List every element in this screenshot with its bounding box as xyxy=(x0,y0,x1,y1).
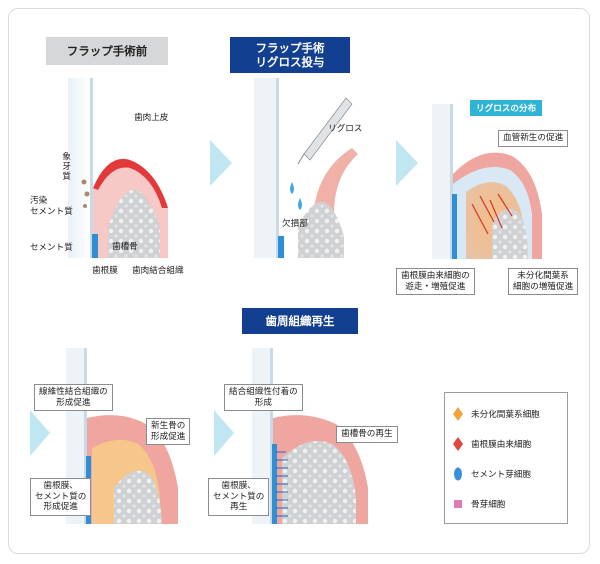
label-contaminated-cementum-line2: セメント質 xyxy=(30,206,73,217)
panel-before-surgery xyxy=(68,78,168,258)
callout-fibrous-ct-line2: 形成促進 xyxy=(56,397,91,408)
callout-bone-regeneration: 歯槽骨の再生 xyxy=(336,426,398,443)
header-flap-surgery-line1: フラップ手術 xyxy=(255,40,325,55)
ellipse-blue-icon xyxy=(454,467,462,481)
label-cementum: セメント質 xyxy=(30,243,73,253)
flow-arrow-1 xyxy=(210,140,232,186)
legend: 未分化間葉系細胞 歯根膜由来細胞 セメント芽細胞 骨芽細胞 xyxy=(444,392,568,524)
square-pink-icon xyxy=(454,500,462,508)
panel-regroth-distribution xyxy=(432,104,542,259)
header-flap-surgery: フラップ手術 リグロス投与 xyxy=(230,37,350,73)
legend-label-msc: 未分化間葉系細胞 xyxy=(471,410,540,420)
callout-new-bone-line1: 新生骨の xyxy=(151,421,186,431)
label-enamel: 象牙質 xyxy=(60,152,71,181)
callout-pdl-cementum-regeneration-line1: 歯根膜、 xyxy=(221,481,256,491)
legend-item-msc: 未分化間葉系細胞 xyxy=(453,407,540,421)
label-regroth: リグロス xyxy=(328,124,363,134)
callout-fibrous-ct-line1: 線維性結合組織の xyxy=(39,387,108,397)
callout-pdl-cells-line1: 歯根膜由来細胞の xyxy=(401,271,470,281)
label-contaminated-cementum-line1: 汚染 xyxy=(30,196,48,206)
callout-pdl-cementum-formation-line1: 歯根膜、 xyxy=(43,481,78,491)
callout-new-bone-line2: 形成促進 xyxy=(151,431,186,442)
callout-ct-attachment-line2: 形成 xyxy=(254,397,272,408)
legend-label-cementoblast: セメント芽細胞 xyxy=(471,470,531,480)
flow-arrow-4 xyxy=(214,410,234,456)
label-alveolar-bone: 歯槽骨 xyxy=(112,242,138,252)
legend-item-cementoblast: セメント芽細胞 xyxy=(453,467,531,481)
callout-angiogenesis: 血管新生の促進 xyxy=(498,130,569,147)
legend-item-osteoblast: 骨芽細胞 xyxy=(453,497,505,511)
callout-pdl-cementum-formation-line3: 形成促進 xyxy=(43,502,78,513)
label-defect: 欠損部 xyxy=(282,219,308,229)
legend-item-pdl-cells: 歯根膜由来細胞 xyxy=(453,437,531,451)
callout-msc-line2: 細胞の増殖促進 xyxy=(513,281,574,292)
flow-arrow-3 xyxy=(30,410,50,456)
panel-flap-surgery xyxy=(254,78,358,258)
label-gingival-ct: 歯肉結合組織 xyxy=(132,266,184,276)
callout-msc-line1: 未分化間葉系 xyxy=(517,271,569,281)
flow-arrow-2 xyxy=(396,140,418,186)
legend-label-osteoblast: 骨芽細胞 xyxy=(471,500,506,510)
callout-new-bone: 新生骨の 形成促進 xyxy=(146,418,191,446)
header-before-surgery: フラップ手術前 xyxy=(46,37,168,65)
callout-fibrous-ct: 線維性結合組織の 形成促進 xyxy=(34,384,113,412)
header-regeneration: 歯周組織再生 xyxy=(242,308,358,334)
callout-pdl-cementum-formation-line2: セメント質の xyxy=(35,491,87,502)
callout-pdl-cementum-regeneration-line3: 再生 xyxy=(230,502,248,513)
badge-regroth-distribution: リグロスの分布 xyxy=(470,100,543,116)
callout-pdl-cementum-regeneration: 歯根膜、 セメント質の 再生 xyxy=(208,478,270,517)
callout-ct-attachment-line1: 結合組織性付着の xyxy=(229,387,298,397)
callout-pdl-cells: 歯根膜由来細胞の 遊走・増殖促進 xyxy=(396,268,475,296)
label-gingival-epithelium: 歯肉上皮 xyxy=(134,113,169,123)
callout-pdl-cementum-regeneration-line2: セメント質の xyxy=(213,491,265,502)
diamond-orange-icon xyxy=(453,407,463,421)
diamond-red-icon xyxy=(453,437,463,451)
label-pdl: 歯根膜 xyxy=(92,266,118,276)
callout-pdl-cells-line2: 遊走・増殖促進 xyxy=(405,281,466,292)
callout-ct-attachment: 結合組織性付着の 形成 xyxy=(224,384,303,412)
label-contaminated-cementum: 汚染 セメント質 xyxy=(30,196,73,217)
legend-label-pdl-cells: 歯根膜由来細胞 xyxy=(471,440,532,450)
callout-msc: 未分化間葉系 細胞の増殖促進 xyxy=(508,268,579,296)
callout-pdl-cementum-formation: 歯根膜、 セメント質の 形成促進 xyxy=(30,478,92,517)
header-flap-surgery-line2: リグロス投与 xyxy=(255,55,325,69)
